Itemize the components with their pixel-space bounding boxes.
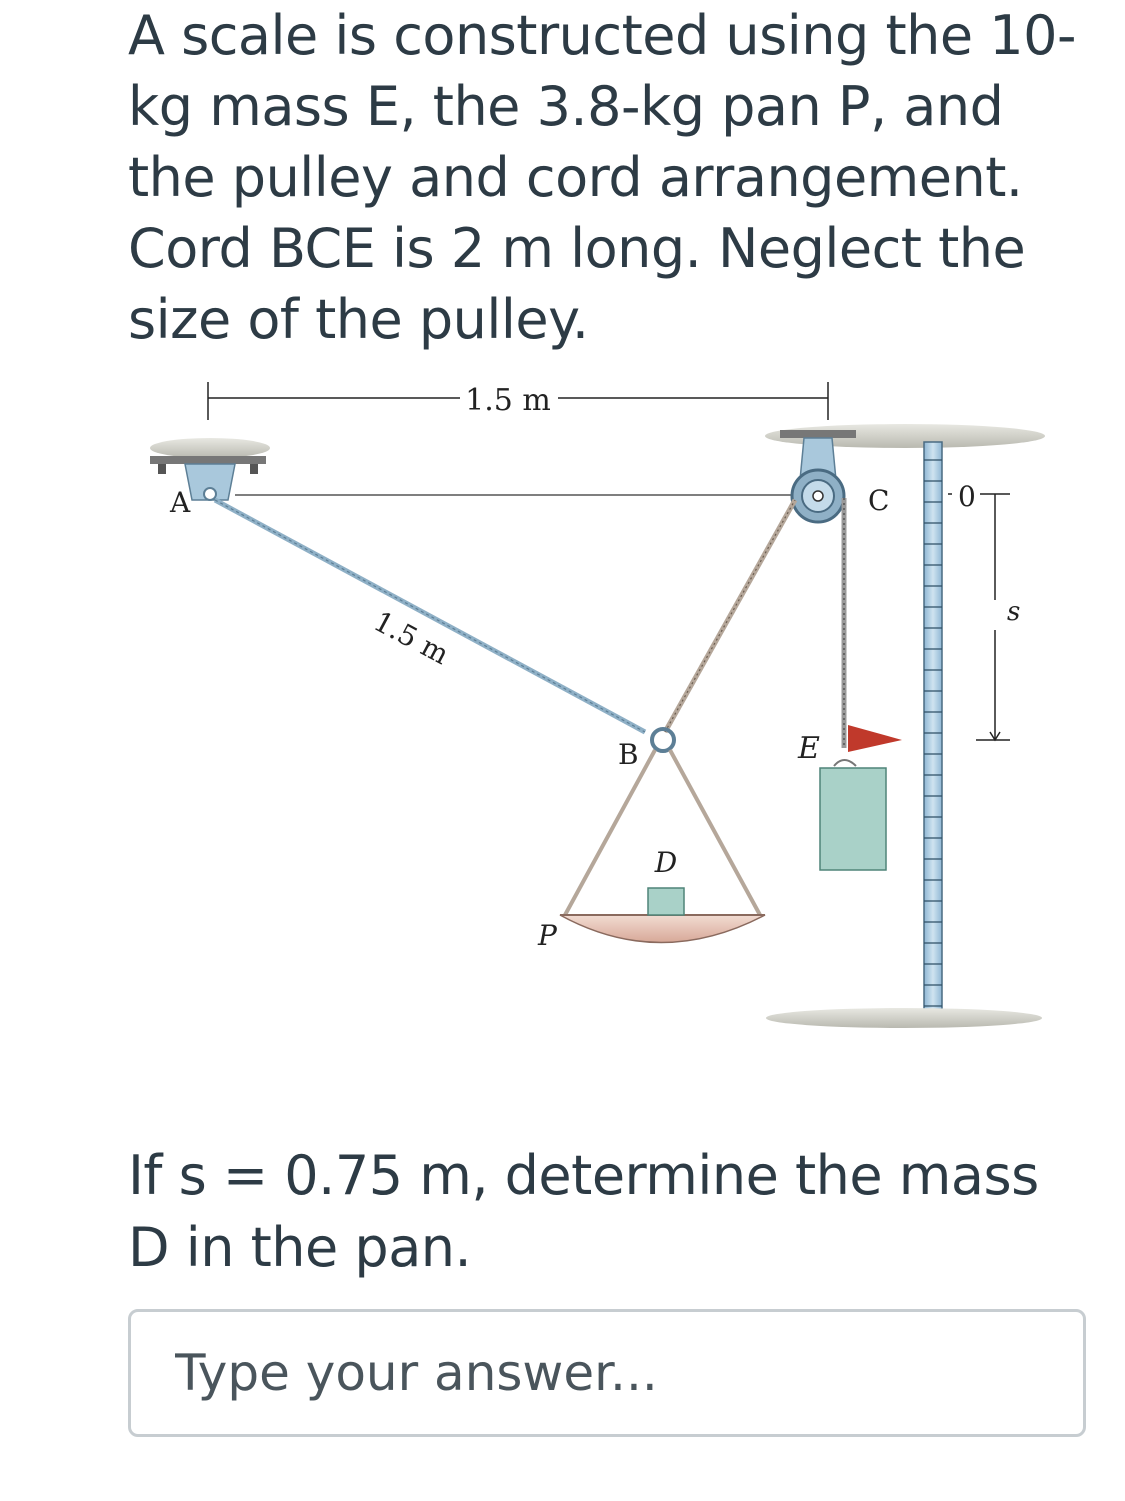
problem-statement: A scale is constructed using the 10-kg m… [128,4,1076,351]
pulley-c: C [780,430,889,524]
floor [766,1008,1042,1028]
pointer [848,725,902,752]
label-b: B [618,738,639,771]
mass-d: D [647,846,685,916]
pan-chain-left [563,749,657,916]
question-text: If s = 0.75 m, determine the mass D in t… [128,1144,1039,1279]
scale-rod: 0 [923,441,976,1013]
support-a: A [150,438,270,519]
pan-chain-right [668,749,762,916]
dimension-top: 1.5 m [207,382,829,420]
pan-p: P [537,914,766,952]
label-e: E [797,731,820,766]
answer-input[interactable] [128,1309,1086,1437]
label-a: A [169,486,191,519]
scale-diagram: 1.5 m A 1.5 m C [140,370,1050,1050]
dimension-s: s [948,493,1020,742]
label-s: s [1007,597,1020,627]
mass-e: E [797,731,887,871]
ring-b [650,727,676,753]
label-p: P [537,919,558,952]
label-d: D [654,846,677,879]
cord-ab [213,497,647,735]
dimension-top-label: 1.5 m [465,383,551,418]
dimension-cord-label: 1.5 m [368,604,454,671]
label-c: C [868,484,889,517]
scale-zero-label: 0 [958,480,976,513]
